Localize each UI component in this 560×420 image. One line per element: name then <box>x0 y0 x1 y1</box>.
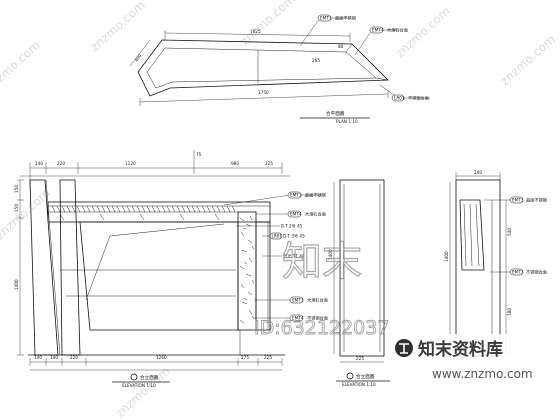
watermark-diag-6: znzmo.com <box>113 364 173 420</box>
front-callout-5: 大理石台面 <box>307 297 328 304</box>
plan-title: 合平面圖 <box>326 110 345 117</box>
svg-text:B-T 2号 45: B-T 2号 45 <box>281 224 303 230</box>
side-elevation-2: 240 1400 540 780 EMT3 超面不锈钢 EMT3 不锈钢台面 合… <box>336 170 547 387</box>
front-callout-2: 大理石台面 <box>305 211 326 218</box>
plan-dim-top <box>164 32 351 37</box>
svg-text:140: 140 <box>35 161 43 166</box>
plan-dim-b: 80 <box>338 44 344 49</box>
svg-text:灯光 T1 44: 灯光 T1 44 <box>283 253 305 260</box>
svg-text:150: 150 <box>14 204 19 212</box>
plan-dim-overall-label: 1750 <box>258 90 269 95</box>
svg-text:540: 540 <box>507 228 512 236</box>
svg-text:140: 140 <box>50 355 58 360</box>
plan-dim-bottom <box>139 93 389 103</box>
side-title: 合立面圖 <box>356 373 375 380</box>
svg-text:225: 225 <box>265 161 273 166</box>
watermark-big-text: 知末 <box>282 239 362 285</box>
front-end-cap <box>255 221 271 331</box>
foreground-watermarks: 知末 ID:632122037 知末资料库 www.znzmo.com <box>254 238 557 382</box>
watermark-diag-2: znzmo.com <box>88 0 148 54</box>
watermark-diag-7: znzmo.com <box>0 186 53 242</box>
plan-scale: PLAN 1:10 <box>336 119 358 124</box>
watermark-id: ID:632122037 <box>254 317 389 339</box>
svg-text:1400: 1400 <box>14 279 19 290</box>
side1-outline <box>339 179 385 357</box>
svg-text:1260: 1260 <box>156 355 167 360</box>
svg-text:EMT3: EMT3 <box>512 270 524 275</box>
plan-tag-1: EMT3 <box>320 16 332 21</box>
plan-view: 1025 1750 400 265 80 EMT3 超面不锈钢 EMT4 大理石… <box>129 15 430 124</box>
front-title: 合立面圖 <box>140 374 159 381</box>
svg-text:275: 275 <box>241 355 249 360</box>
svg-text:75: 75 <box>196 152 202 157</box>
stone-stipple <box>239 215 255 324</box>
front-scale: ELEVATION 1:10 <box>122 383 156 388</box>
watermark-url: www.znzmo.com <box>432 367 533 381</box>
svg-text:D-T 3号 45: D-T 3号 45 <box>283 234 305 240</box>
svg-text:150: 150 <box>14 185 19 193</box>
svg-text:EMT3: EMT3 <box>292 298 304 303</box>
svg-text:EMT3: EMT3 <box>512 198 524 203</box>
front-counter-body <box>79 221 239 331</box>
side2-inset-panel <box>459 199 485 271</box>
svg-text:EMT4: EMT4 <box>292 316 304 321</box>
svg-text:220: 220 <box>70 355 78 360</box>
front-stone-column <box>237 211 257 331</box>
front-elevation: 140 220 1120 75 980 225 150 150 1400 <box>14 150 328 388</box>
side1-height: 1400 <box>328 249 333 260</box>
watermark-logo-icon <box>395 339 413 357</box>
plan-callout-3: 不锈钢台面 <box>408 95 429 102</box>
watermark-diag-5: znzmo.com <box>498 32 558 88</box>
plan-dim-top-label: 1025 <box>250 29 261 34</box>
svg-text:780: 780 <box>507 308 512 316</box>
plan-dim-width-label: 400 <box>134 53 143 63</box>
side2-callout-1: 超面不锈钢 <box>526 197 547 204</box>
svg-text:220: 220 <box>57 161 65 166</box>
side2-height: 1400 <box>444 251 449 262</box>
svg-text:140: 140 <box>34 355 42 360</box>
side2-outline <box>455 179 501 357</box>
plan-callout-2: 大理石台面 <box>387 27 408 34</box>
front-title-marker <box>130 373 138 381</box>
svg-text:980: 980 <box>231 161 239 166</box>
svg-text:EMT4: EMT4 <box>290 212 302 217</box>
side2-callout-2: 不锈钢台面 <box>526 269 547 276</box>
svg-text:1120: 1120 <box>125 161 136 166</box>
plan-callout-1: 超面不锈钢 <box>335 15 356 22</box>
side-elevation-1: 1400 225 <box>328 179 385 363</box>
side-scale: ELEVATION 1:10 <box>342 382 376 387</box>
side2-top-dim: 240 <box>474 170 482 175</box>
svg-text:225: 225 <box>264 355 272 360</box>
plan-tag-2: EMT4 <box>372 28 384 33</box>
svg-text:LR01: LR01 <box>272 234 283 239</box>
watermark-logo: 知末资料库 <box>417 339 503 360</box>
svg-text:EMT3: EMT3 <box>290 193 302 198</box>
countertop-hatch <box>51 205 236 221</box>
side-title-marker <box>346 372 354 380</box>
plan-tag-3: LR01 <box>394 96 405 101</box>
plan-dim-a: 265 <box>312 58 320 63</box>
watermark-diag-3: znzmo.com <box>238 0 298 48</box>
watermark-diag-1: znzmo.com <box>0 38 43 94</box>
front-callout-1: 超面不锈钢 <box>305 192 326 199</box>
front-callout-6: 不锈钢台面 <box>307 315 328 322</box>
side1-width: 225 <box>356 356 364 361</box>
